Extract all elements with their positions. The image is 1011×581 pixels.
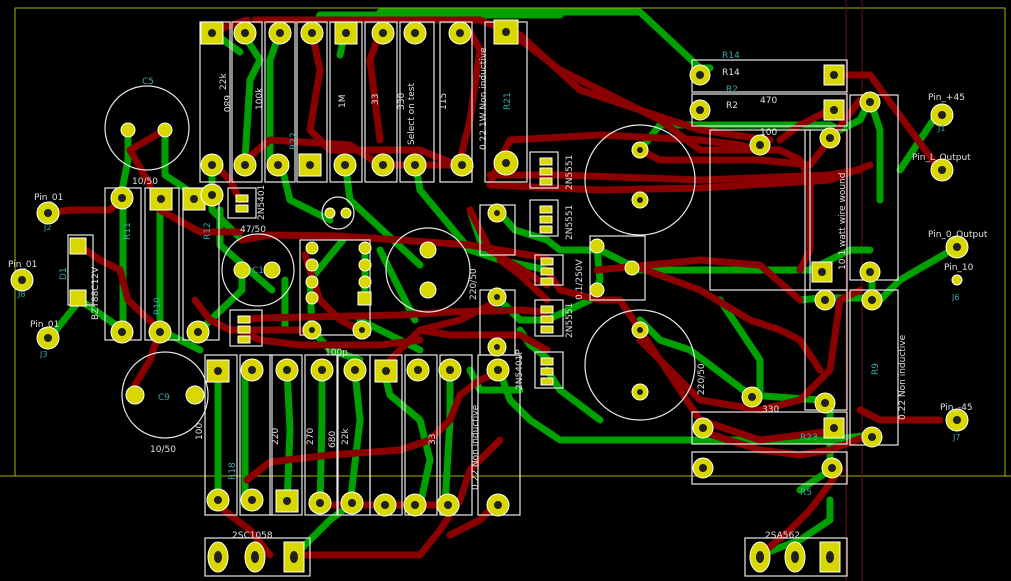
c4-value: 100p [325,348,348,358]
r26-value: 680 [328,431,338,448]
r6-value: 330 [397,93,407,110]
r19-value: 0.22 Non inductive [471,404,481,490]
j7-label: Pin_-45 [940,403,973,413]
r15-value: 33 [371,94,381,105]
c9-ref: C9 [158,393,170,403]
r9-ref: R9 [871,363,881,375]
r14-silk: R14 [722,68,740,78]
r2-value: 470 [760,96,777,106]
pads [10,19,969,573]
q5-value: 2N5551 [565,303,575,338]
j6-ref: J6 [951,293,959,302]
r3-value: 115 [439,93,449,110]
d1-ref: D1 [59,267,69,280]
j8-label: Pin_01 [8,260,37,270]
j5-label: Pin_0_Output [928,230,988,240]
r21-value: 0.22 1W Non inductive [479,47,489,150]
j6-label: Pin_10 [944,263,974,273]
c10-value: 220/50 [697,363,707,395]
q3-value: 2N5401 [257,185,267,220]
j8-ref: J8 [17,290,25,299]
r2-ref: R2 [726,85,738,95]
r9-value: 0.22 Non inductive [898,334,908,420]
q1-value: 2N5551 [565,155,575,190]
r23-value: 330 [762,405,779,415]
q2-value: 2N5551 [565,205,575,240]
j1-ref: J1 [937,124,945,133]
r24-value: 220 [271,428,281,445]
j2-ref: J2 [43,223,51,232]
c1-value: 47/50 [240,225,266,235]
r11-ref: R11 [123,222,133,240]
r23-ref: R23 [800,433,818,443]
r25-value: 100 [195,423,205,440]
r18-ref: R18 [228,462,238,480]
r5-ref: R5 [800,488,812,498]
r16-value: 1M [338,95,348,109]
j7-ref: J7 [952,433,960,442]
q7-value: 2SA562 [765,531,800,541]
c1-ref: C1 [252,266,264,276]
j3-ref: J3 [39,350,47,359]
front-copper-tracks [44,16,944,559]
r28-value: 33 [428,434,438,445]
r13-value: 100k [255,87,265,110]
r4-value: 680 [221,95,231,112]
silkscreen-outlines [67,21,899,577]
r20-value: 10 1 watt wire wound [838,173,848,270]
c6-value: 220/50 [469,268,479,300]
r22-ref: R22 [289,132,299,150]
c5-value: 10/50 [132,177,158,187]
r1-value: 22k [219,73,229,90]
r14-ref: R14 [722,51,740,61]
q4-value: 2N5401P [515,349,525,390]
r12-ref: R12 [203,222,213,240]
d1-value: BZY88C12V [91,266,101,320]
j3-label: Pin_01 [30,320,59,330]
j4-label: Pin_L_Output [912,153,971,163]
c9-value: 10/50 [150,445,176,455]
r6-note: Select on test [407,83,417,145]
r21-ref: R21 [503,92,513,110]
j2-label: Pin_01 [34,193,63,203]
r10-ref: R10 [153,297,163,315]
j1-label: Pin_+45 [928,93,965,103]
r8-value: 100 [760,128,777,138]
q6-value: 2SC1058 [232,531,273,541]
c5-ref: C5 [142,77,154,87]
r27-value: 22k [341,428,351,445]
c7-value: 0.1/250V [575,258,585,300]
r2-silk: R2 [726,101,738,111]
r7-value: 270 [306,428,316,445]
